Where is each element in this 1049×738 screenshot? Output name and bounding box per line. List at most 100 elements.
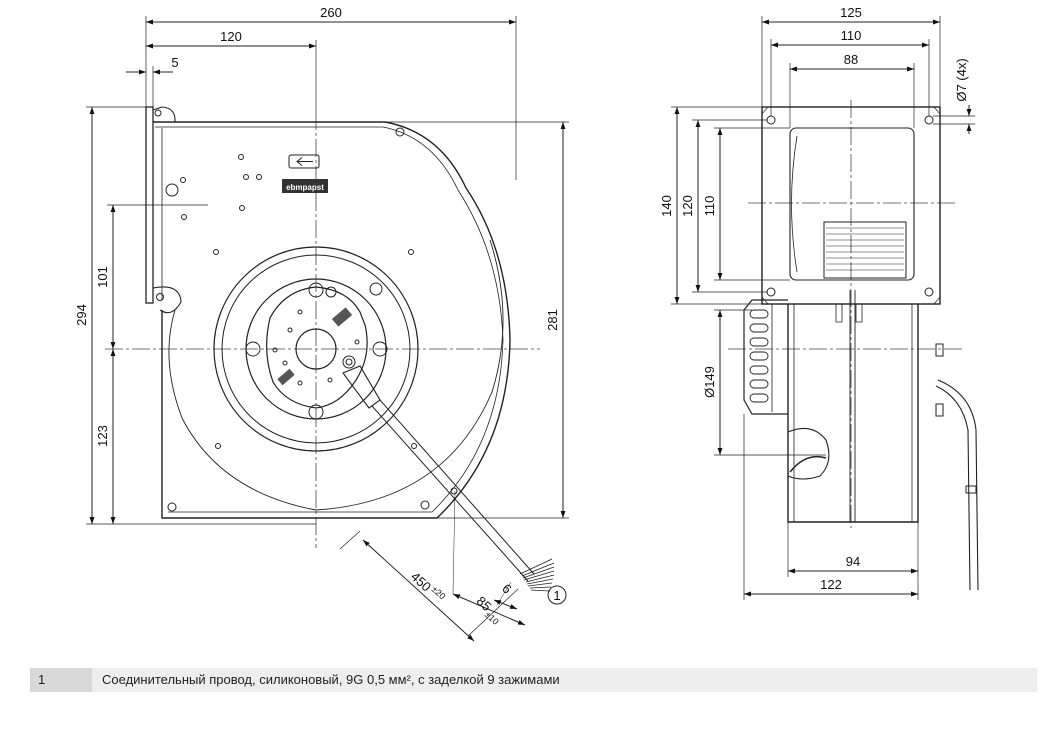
ext-line <box>496 581 512 606</box>
flange-corner <box>761 106 941 305</box>
dim-line-6 <box>493 599 518 610</box>
housing-tabs <box>835 304 863 323</box>
legend-number: 1 <box>30 668 92 692</box>
outlet-opening <box>789 127 915 281</box>
impeller-blade-lines <box>826 227 904 271</box>
flange-hole-bottom <box>156 293 164 301</box>
housing-side-body <box>787 304 919 523</box>
ext-line <box>452 490 456 595</box>
housing-hole <box>239 205 245 211</box>
motor-fins <box>749 309 769 403</box>
impeller-ring-outer <box>213 246 419 452</box>
housing-hole <box>243 174 249 180</box>
side-view <box>671 16 979 600</box>
flange-hole <box>766 287 776 297</box>
motor-mount-hole-right <box>372 341 388 357</box>
dim-101: 101 <box>95 266 110 288</box>
cable-edge <box>379 399 535 575</box>
volute-scroll <box>168 239 504 511</box>
housing-hole <box>256 174 262 180</box>
motor-hub <box>295 328 337 370</box>
motor-hole <box>272 347 278 353</box>
inlet-ring <box>789 455 827 473</box>
housing-hole <box>238 154 244 160</box>
housing-hole <box>213 249 219 255</box>
dim-line-450 <box>362 539 475 642</box>
housing-hole-large <box>165 183 179 197</box>
dim-450-tolerance: ±20 <box>430 584 448 601</box>
housing-hole <box>181 214 187 220</box>
cable-gland <box>342 355 356 369</box>
housing-hole-large <box>369 282 383 296</box>
cable-side <box>935 385 971 591</box>
impeller-blades <box>823 221 907 279</box>
outlet-inner-edge <box>791 135 798 273</box>
callout-number: 1 <box>553 588 560 603</box>
dim-125: 125 <box>840 5 862 20</box>
dim-88: 88 <box>844 52 858 67</box>
cable-wires <box>519 558 555 592</box>
motor-hole <box>327 377 333 383</box>
cable-side <box>937 379 979 591</box>
motor-label <box>277 368 295 386</box>
housing-hole <box>180 177 186 183</box>
ground-terminal <box>325 286 337 298</box>
airflow-arrow-box <box>288 154 320 169</box>
flange-hole <box>766 115 776 125</box>
side-terminal <box>935 403 944 417</box>
flange-hole <box>924 287 934 297</box>
motor-mount-hole-left <box>245 341 261 357</box>
dim-110-width: 110 <box>841 28 862 43</box>
dim-94: 94 <box>846 554 860 569</box>
volute-housing-inner <box>155 126 504 513</box>
callout-circle <box>547 585 567 605</box>
dim-120-height: 120 <box>680 195 695 217</box>
cable-clip <box>450 487 458 495</box>
dim-110-height: 110 <box>702 196 717 217</box>
screw-bottom-right <box>420 500 430 510</box>
flange-lug-bottom <box>152 286 182 314</box>
flange-hole <box>924 115 934 125</box>
outlet-flange <box>761 106 941 305</box>
flange-hole-top <box>154 109 162 117</box>
airflow-arrow-icon <box>296 157 313 166</box>
motor-hole <box>354 339 360 345</box>
ext-line <box>339 530 361 550</box>
dim-281: 281 <box>545 309 560 331</box>
dim-294: 294 <box>74 304 89 326</box>
motor-hole <box>287 327 293 333</box>
motor-mount-hole-top <box>308 282 324 298</box>
cable-sleeve <box>965 485 977 494</box>
housing-hole <box>411 443 417 449</box>
dim-5: 5 <box>171 55 178 70</box>
impeller-ring-mid <box>221 254 411 444</box>
screw-bottom-left <box>167 502 177 512</box>
dim-120-width: 120 <box>220 29 242 44</box>
housing-hole <box>215 443 221 449</box>
dim-122: 122 <box>820 577 842 592</box>
legend-text: Соединительный провод, силиконовый, 9G 0… <box>102 672 560 687</box>
motor-hole <box>282 360 288 366</box>
dim-149: Ø149 <box>702 366 717 398</box>
dim-260: 260 <box>320 5 342 20</box>
flange-lug-top <box>152 106 176 123</box>
motor-hole <box>297 380 303 386</box>
dim-123: 123 <box>95 425 110 447</box>
cable-edge <box>371 405 529 582</box>
dim-hole-diameter: Ø7 (4x) <box>954 58 969 101</box>
technical-drawing: 260 120 5 294 101 123 281 450 ±20 85 ±10… <box>74 5 979 642</box>
dim-line-85 <box>452 593 526 626</box>
housing-hole <box>408 249 414 255</box>
motor-hole <box>297 309 303 315</box>
cable-gland-inner <box>345 358 353 366</box>
motor-label <box>331 307 353 327</box>
legend-row: 1 Соединительный провод, силиконовый, 9G… <box>30 668 1037 692</box>
motor-fin-block <box>743 299 788 415</box>
front-view <box>86 16 569 642</box>
logo-plate <box>282 179 328 193</box>
motor-mount-hole-bottom <box>308 404 324 420</box>
inlet-opening <box>787 427 830 480</box>
logo-text: ebmpapst <box>286 183 324 192</box>
volute-housing-outer <box>153 121 511 519</box>
rotor-plate <box>266 286 368 409</box>
